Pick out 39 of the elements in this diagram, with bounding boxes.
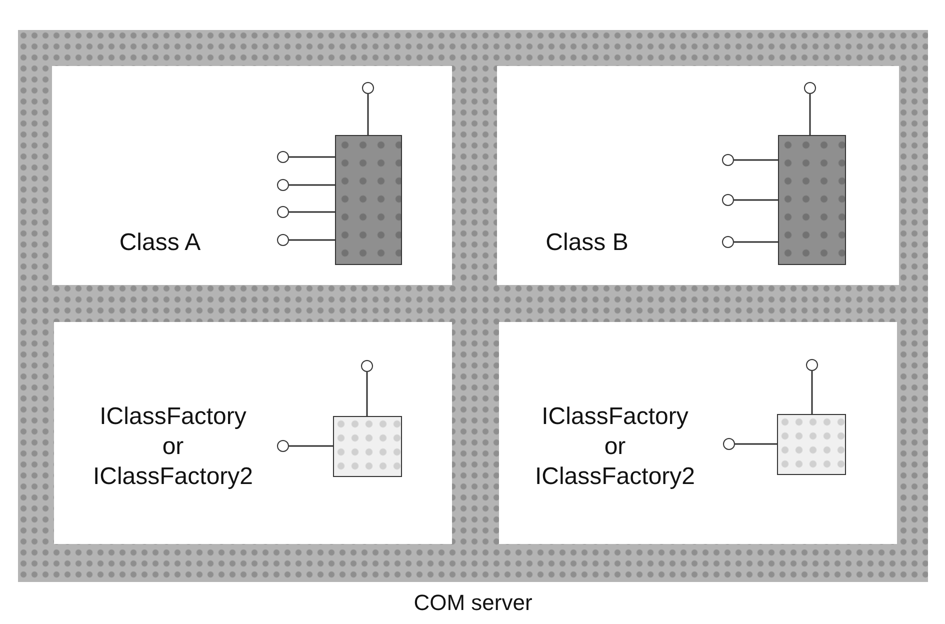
interface-circle <box>277 234 289 246</box>
interface-circle <box>722 154 734 166</box>
object-box <box>335 135 402 265</box>
connector-line <box>289 211 335 213</box>
class-label: Class B <box>546 228 628 258</box>
interface-circle <box>722 236 734 248</box>
connector-line <box>735 443 777 445</box>
interface-circle <box>722 194 734 206</box>
class-label: IClassFactory or IClassFactory2 <box>92 402 254 492</box>
interface-circle <box>806 359 818 371</box>
server-label: COM server <box>414 590 532 616</box>
object-box <box>777 414 846 475</box>
class-label: Class A <box>119 228 201 258</box>
connector-line <box>809 94 811 135</box>
interface-circle <box>277 151 289 163</box>
interface-circle <box>277 440 289 452</box>
class-panel <box>499 322 897 544</box>
class-panel <box>52 66 452 285</box>
interface-circle <box>804 82 816 94</box>
connector-line <box>734 159 778 161</box>
connector-line <box>289 156 335 158</box>
connector-line <box>734 199 778 201</box>
class-panel <box>497 66 899 285</box>
interface-circle <box>362 82 374 94</box>
class-label: IClassFactory or IClassFactory2 <box>534 402 696 492</box>
interface-circle <box>361 360 373 372</box>
connector-line <box>366 372 368 416</box>
connector-line <box>289 445 333 447</box>
interface-circle <box>723 438 735 450</box>
connector-line <box>734 241 778 243</box>
connector-line <box>811 371 813 414</box>
interface-circle <box>277 179 289 191</box>
class-panel <box>54 322 452 544</box>
object-box <box>778 135 846 265</box>
interface-circle <box>277 206 289 218</box>
connector-line <box>289 184 335 186</box>
connector-line <box>367 94 369 135</box>
object-box <box>333 416 402 477</box>
connector-line <box>289 239 335 241</box>
